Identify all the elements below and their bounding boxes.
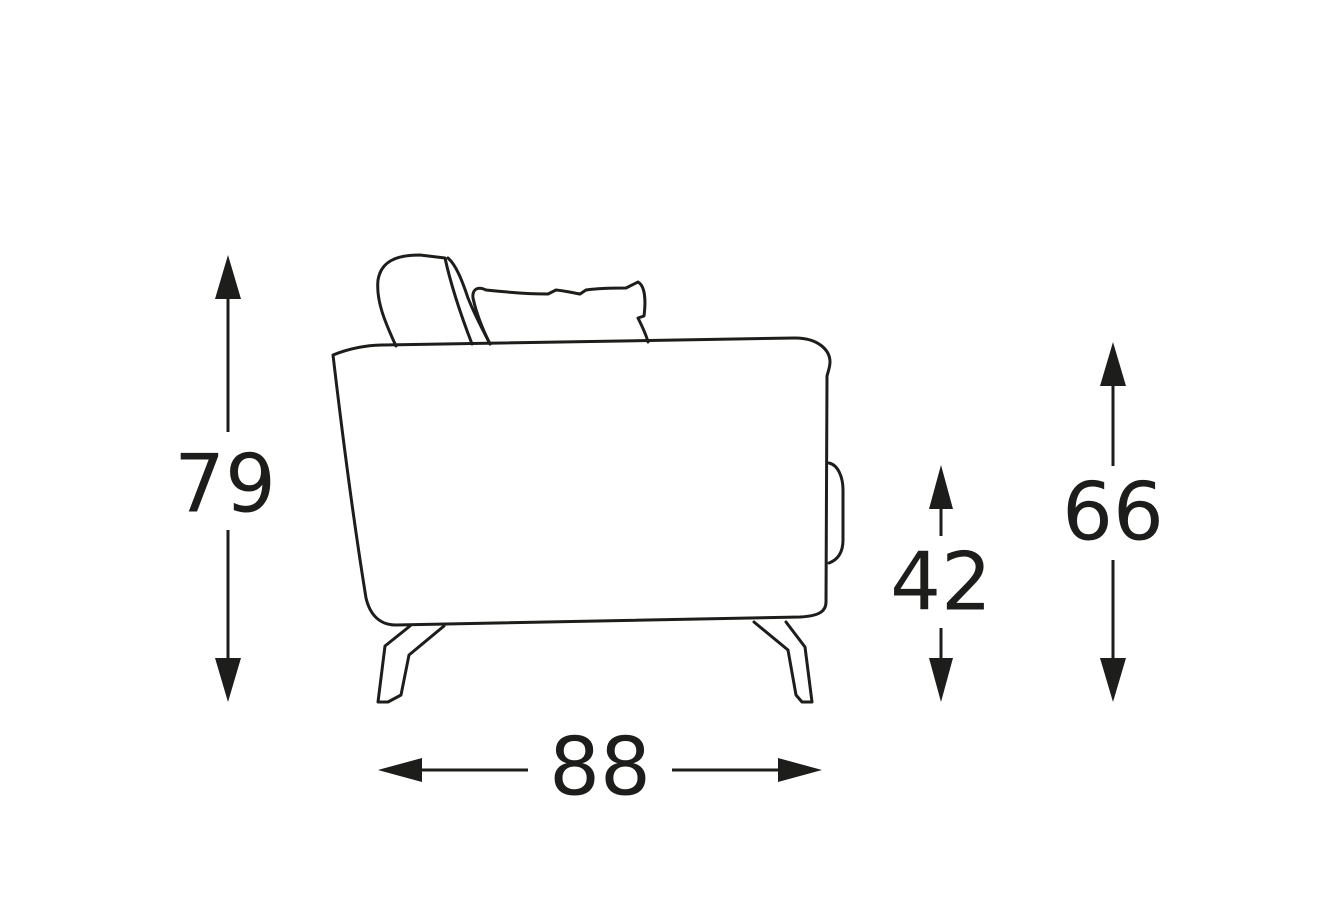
depth-label: 88 — [549, 721, 651, 814]
seat-height-label: 42 — [890, 536, 992, 629]
arrow-left-icon — [378, 758, 422, 782]
depth-dimension: 88 — [378, 721, 822, 814]
arm-panel — [827, 461, 845, 565]
armchair-side-view — [331, 253, 845, 704]
arrow-up-icon — [929, 465, 953, 509]
arm-height-label: 66 — [1062, 466, 1164, 559]
arrow-up-icon — [215, 255, 241, 299]
total-height-dimension: 79 — [174, 255, 276, 702]
arrow-down-icon — [929, 658, 953, 702]
total-height-label: 79 — [174, 438, 276, 531]
arrow-right-icon — [778, 758, 822, 782]
back-leg — [752, 620, 814, 704]
arrow-down-icon — [215, 658, 241, 702]
front-leg — [376, 624, 446, 704]
arrow-down-icon — [1100, 658, 1126, 702]
back-cushion — [471, 280, 650, 346]
chair-body — [331, 336, 832, 627]
seat-height-dimension: 42 — [890, 465, 992, 702]
arm-height-dimension: 66 — [1062, 342, 1164, 702]
back-rest — [376, 253, 474, 348]
arrow-up-icon — [1100, 342, 1126, 386]
